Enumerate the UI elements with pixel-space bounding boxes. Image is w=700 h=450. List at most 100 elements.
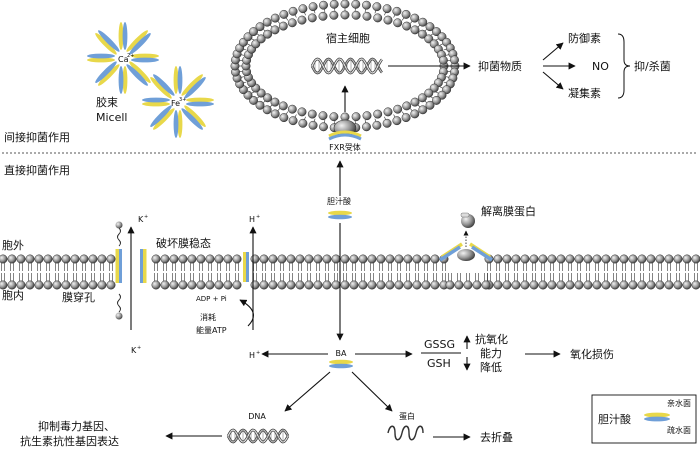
lipid-head [385, 280, 395, 290]
lipid-tail [262, 263, 266, 281]
lipid-tail [73, 263, 77, 281]
pore-bile-acid-icon [115, 249, 147, 283]
lipid-head [313, 254, 323, 264]
fxr-receptor-label: FXR受体 [329, 142, 361, 152]
lipid-tail [541, 263, 545, 281]
protein-coil-icon [387, 425, 424, 441]
lipid-tail [243, 81, 247, 84]
lipid-tail [109, 263, 113, 281]
lipid-head [410, 109, 420, 119]
lipid-tail [388, 263, 392, 281]
lipid-head [297, 15, 307, 25]
lipid-tail [251, 91, 255, 94]
lipid-tail [316, 263, 320, 281]
lipid-head [610, 254, 620, 264]
antioxidant-label-3: 降低 [480, 360, 502, 374]
lipid-head [318, 111, 328, 121]
lipid-tail [397, 263, 401, 281]
lipid-head [529, 280, 539, 290]
lipid-head [270, 13, 280, 23]
lipid-head [373, 109, 383, 119]
defensin-label: 防御素 [568, 31, 601, 45]
arrow-to-agglutinin [542, 71, 564, 90]
lipid-tail [685, 263, 689, 281]
lipid-head [295, 254, 305, 264]
lipid-tail [277, 21, 280, 24]
micelle-label-cn: 胶束 [96, 95, 118, 109]
k-ion-top-charge: + [144, 214, 148, 220]
lipid-head [358, 280, 368, 290]
lipid-tail [289, 263, 293, 281]
lipid-head [313, 280, 323, 290]
lipid-tail [676, 263, 680, 281]
lipid-head [565, 254, 575, 264]
lipid-head [7, 280, 17, 290]
lipid-tail [277, 108, 280, 111]
outside-label: 胞外 [2, 239, 24, 252]
dissociated-membrane-protein-icon [439, 212, 493, 262]
lipid-tail [435, 38, 439, 41]
gene-inhibition-line2: 抗生素抗性基因表达 [20, 434, 119, 448]
lipid-head [277, 280, 287, 290]
lipid-head [169, 280, 179, 290]
lipid-head [529, 254, 539, 264]
lipid-head [382, 118, 392, 128]
lipid-head [402, 101, 412, 111]
lipid-tail [379, 263, 383, 281]
lipid-head [628, 280, 638, 290]
lipid-head [151, 280, 161, 290]
lipid-tail [430, 33, 434, 36]
lipid-tail [364, 9, 366, 13]
lipid-tail [240, 76, 245, 78]
lipid-tail [384, 116, 386, 120]
lipid-head [637, 254, 647, 264]
lipid-head [97, 254, 107, 264]
lipid-head [372, 2, 382, 12]
lipid-head [547, 254, 557, 264]
lipid-head [270, 109, 280, 119]
k-ion-bottom-charge: + [137, 345, 141, 351]
lipid-head [322, 254, 332, 264]
lipid-head [250, 254, 260, 264]
lipid-head [249, 95, 258, 105]
lipid-head [376, 254, 386, 264]
lipid-head [646, 280, 656, 290]
lipid-head [268, 280, 278, 290]
k-ion-bottom: K [131, 346, 137, 355]
lipid-head [25, 280, 35, 290]
lipid-head [43, 280, 53, 290]
lipid-tail [448, 273, 452, 281]
lipid-head [418, 105, 428, 115]
lipid-tail [631, 263, 635, 281]
bacterial-membrane [0, 254, 700, 290]
lipid-head [362, 11, 372, 21]
lipid-head [214, 254, 224, 264]
lipid-tail [82, 263, 86, 281]
lipid-head [392, 116, 402, 126]
lipid-head [52, 254, 62, 264]
lipid-tail [401, 111, 405, 115]
lipid-tail [172, 263, 176, 281]
lipid-head [351, 0, 361, 9]
lipid-head [673, 280, 683, 290]
lipid-head [393, 104, 403, 114]
lipid-tail [505, 263, 509, 281]
lipid-head [263, 29, 273, 39]
lipid-tail [307, 263, 311, 281]
lipid-head [520, 254, 530, 264]
lipid-head [151, 254, 161, 264]
lipid-head [61, 254, 71, 264]
lipid-head [425, 22, 435, 32]
lipid-head [592, 280, 602, 290]
lipid-head [646, 254, 656, 264]
lipid-tail [313, 118, 316, 122]
lipid-tail [484, 273, 488, 281]
lipid-head [270, 25, 280, 35]
lipid-head [319, 122, 328, 132]
lipid-head [279, 113, 289, 123]
lipid-head [463, 280, 473, 290]
lipid-head [232, 254, 242, 264]
lipid-tail [100, 263, 104, 281]
lipid-head [412, 254, 422, 264]
